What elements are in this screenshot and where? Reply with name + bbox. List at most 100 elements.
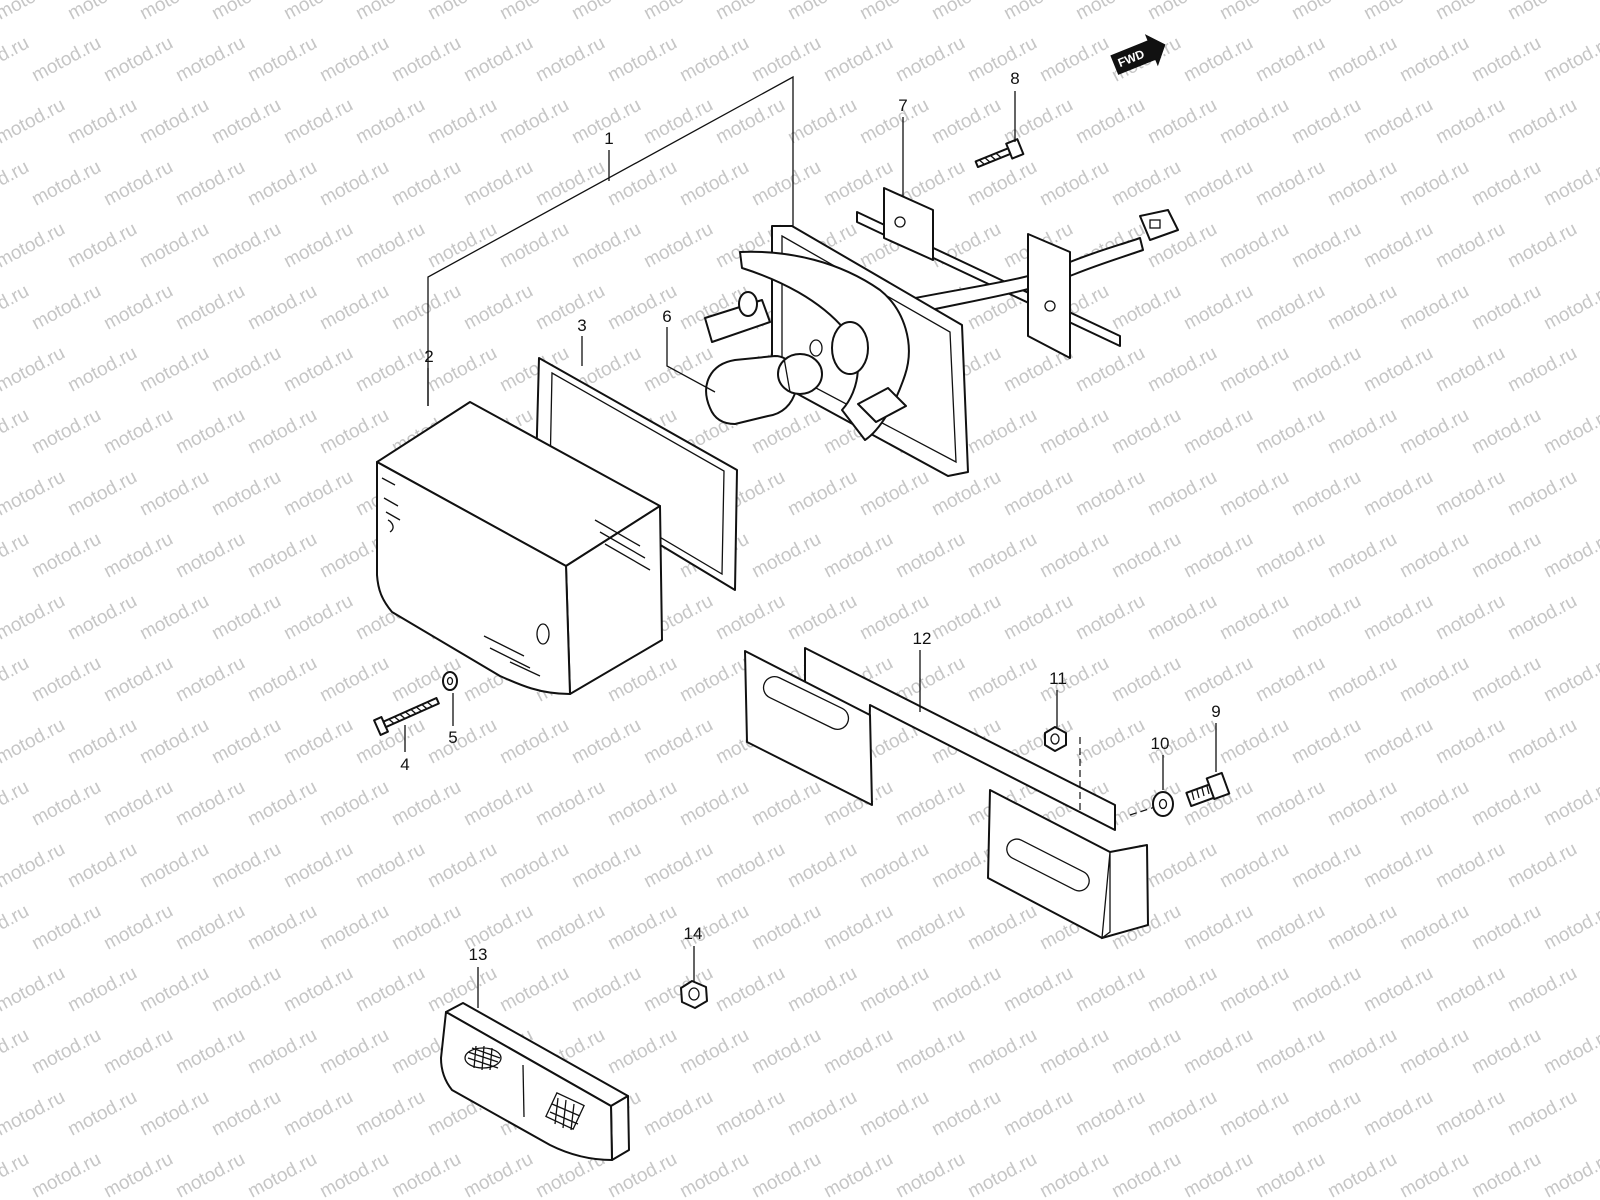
watermark-text: motod.ru <box>424 715 500 769</box>
watermark-text: motod.ru <box>1288 219 1364 273</box>
watermark-text: motod.ru <box>1288 963 1364 1017</box>
watermark-text: motod.ru <box>172 529 248 583</box>
watermark-text: motod.ru <box>712 0 788 24</box>
assembly-bracket-line <box>427 75 794 406</box>
watermark-text: motod.ru <box>1324 901 1400 955</box>
watermark-text: motod.ru <box>1108 1025 1184 1079</box>
watermark-text: motod.ru <box>388 157 464 211</box>
watermark-text: motod.ru <box>1216 591 1292 645</box>
watermark-text: motod.ru <box>928 95 1004 149</box>
watermark-text: motod.ru <box>568 839 644 893</box>
watermark-text: motod.ru <box>280 1087 356 1141</box>
watermark-text: motod.ru <box>244 653 320 707</box>
watermark-text: motod.ru <box>0 405 33 459</box>
watermark-text: motod.ru <box>136 0 212 24</box>
watermark-text: motod.ru <box>928 467 1004 521</box>
watermark-text: motod.ru <box>352 839 428 893</box>
watermark-text: motod.ru <box>388 1149 464 1200</box>
watermark-text: motod.ru <box>352 343 428 397</box>
lens-gasket-icon <box>535 357 738 591</box>
watermark-text: motod.ru <box>1432 467 1508 521</box>
watermark-text: motod.ru <box>820 1149 896 1200</box>
watermark-text: motod.ru <box>388 33 464 87</box>
watermark-text: motod.ru <box>1288 591 1364 645</box>
watermark-text: motod.ru <box>1072 591 1148 645</box>
watermark-text: motod.ru <box>1396 33 1472 87</box>
watermark-text: motod.ru <box>568 219 644 273</box>
watermark-text: motod.ru <box>892 1149 968 1200</box>
watermark-text: motod.ru <box>244 1149 320 1200</box>
watermark-text: motod.ru <box>28 653 104 707</box>
watermark-text: motod.ru <box>1540 529 1600 583</box>
watermark-text: motod.ru <box>1144 95 1220 149</box>
watermark-text: motod.ru <box>1216 839 1292 893</box>
license-bracket-icon <box>744 647 1149 940</box>
watermark-text: motod.ru <box>64 95 140 149</box>
forward-arrow-icon <box>1110 34 1166 75</box>
watermark-text: motod.ru <box>172 281 248 335</box>
watermark-text: motod.ru <box>1216 1087 1292 1141</box>
watermark-text: motod.ru <box>208 1087 284 1141</box>
watermark-text: motod.ru <box>1504 715 1580 769</box>
watermark-text: motod.ru <box>316 777 392 831</box>
watermark-text: motod.ru <box>100 529 176 583</box>
watermark-text: motod.ru <box>136 343 212 397</box>
watermark-text: motod.ru <box>136 963 212 1017</box>
watermark-text: motod.ru <box>388 901 464 955</box>
watermark-text: motod.ru <box>964 33 1040 87</box>
watermark-text: motod.ru <box>1036 1025 1112 1079</box>
watermark-text: motod.ru <box>1180 157 1256 211</box>
watermark-text: motod.ru <box>280 839 356 893</box>
watermark-text: motod.ru <box>1324 1149 1400 1200</box>
watermark-text: motod.ru <box>0 33 33 87</box>
watermark-text: motod.ru <box>856 95 932 149</box>
washer-icon <box>442 671 458 691</box>
callout-9: 9 <box>1211 702 1220 721</box>
watermark-text: motod.ru <box>1180 1149 1256 1200</box>
watermark-text: motod.ru <box>64 1087 140 1141</box>
watermark-text: motod.ru <box>1432 343 1508 397</box>
watermark-text: motod.ru <box>784 0 860 24</box>
watermark-text: motod.ru <box>1288 467 1364 521</box>
watermark-text: motod.ru <box>1180 653 1256 707</box>
watermark-text: motod.ru <box>64 591 140 645</box>
watermark-text: motod.ru <box>1468 157 1544 211</box>
watermark-text: motod.ru <box>208 95 284 149</box>
watermark-text: motod.ru <box>316 405 392 459</box>
watermark-text: motod.ru <box>712 591 788 645</box>
watermark-text: motod.ru <box>1432 963 1508 1017</box>
watermark-text: motod.ru <box>784 1087 860 1141</box>
watermark-text: motod.ru <box>1468 1149 1544 1200</box>
watermark-text: motod.ru <box>1540 33 1600 87</box>
watermark-text: motod.ru <box>1504 95 1580 149</box>
watermark-text: motod.ru <box>1216 715 1292 769</box>
watermark-text: motod.ru <box>964 1025 1040 1079</box>
watermark-text: motod.ru <box>1000 1087 1076 1141</box>
watermark-text: motod.ru <box>1144 1087 1220 1141</box>
watermark-text: motod.ru <box>1036 33 1112 87</box>
watermark-text: motod.ru <box>244 529 320 583</box>
watermark-text: motod.ru <box>136 715 212 769</box>
watermark-text: motod.ru <box>1360 715 1436 769</box>
watermark-text: motod.ru <box>856 839 932 893</box>
callout-4: 4 <box>400 755 409 774</box>
watermark-text: motod.ru <box>1432 219 1508 273</box>
watermark-text: motod.ru <box>1180 33 1256 87</box>
watermark-text: motod.ru <box>604 901 680 955</box>
watermark-text: motod.ru <box>496 839 572 893</box>
watermark-text: motod.ru <box>748 529 824 583</box>
watermark-text: motod.ru <box>532 33 608 87</box>
watermark-text: motod.ru <box>424 219 500 273</box>
watermark-text: motod.ru <box>1144 0 1220 24</box>
watermark-text: motod.ru <box>64 839 140 893</box>
callout-12: 12 <box>913 629 932 648</box>
callout-10: 10 <box>1151 734 1170 753</box>
callout-14: 14 <box>684 924 703 943</box>
watermark-text: motod.ru <box>712 839 788 893</box>
watermark-text: motod.ru <box>1324 33 1400 87</box>
watermark-text: motod.ru <box>640 839 716 893</box>
watermark-text: motod.ru <box>0 529 33 583</box>
watermark-text: motod.ru <box>1360 95 1436 149</box>
